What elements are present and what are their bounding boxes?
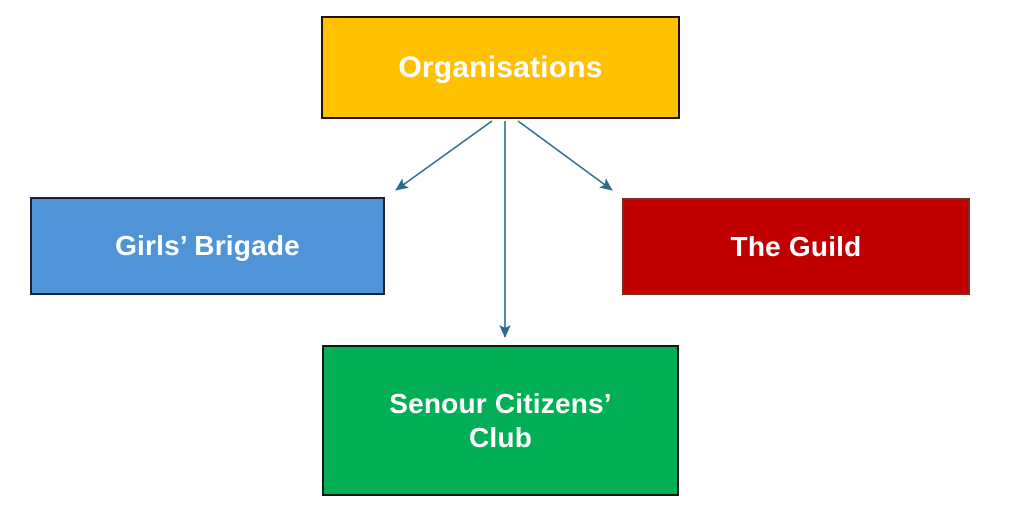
node-girls-brigade-label: Girls’ Brigade [115,230,300,262]
connector-organisations-to-the-guild [517,120,613,191]
node-organisations-label: Organisations [398,50,603,84]
node-senior-citizens-club[interactable]: Senour Citizens’ Club [322,345,679,496]
connector-organisations-to-girls-brigade [395,120,493,191]
node-organisations[interactable]: Organisations [321,16,680,119]
node-the-guild[interactable]: The Guild [622,198,970,295]
node-senior-citizens-club-label: Senour Citizens’ Club [369,387,632,453]
node-girls-brigade[interactable]: Girls’ Brigade [30,197,385,295]
node-the-guild-label: The Guild [730,230,862,262]
node-senior-citizens-club-label-line1: Senour Citizens’ [389,388,612,420]
node-senior-citizens-club-label-line2: Club [468,421,532,453]
